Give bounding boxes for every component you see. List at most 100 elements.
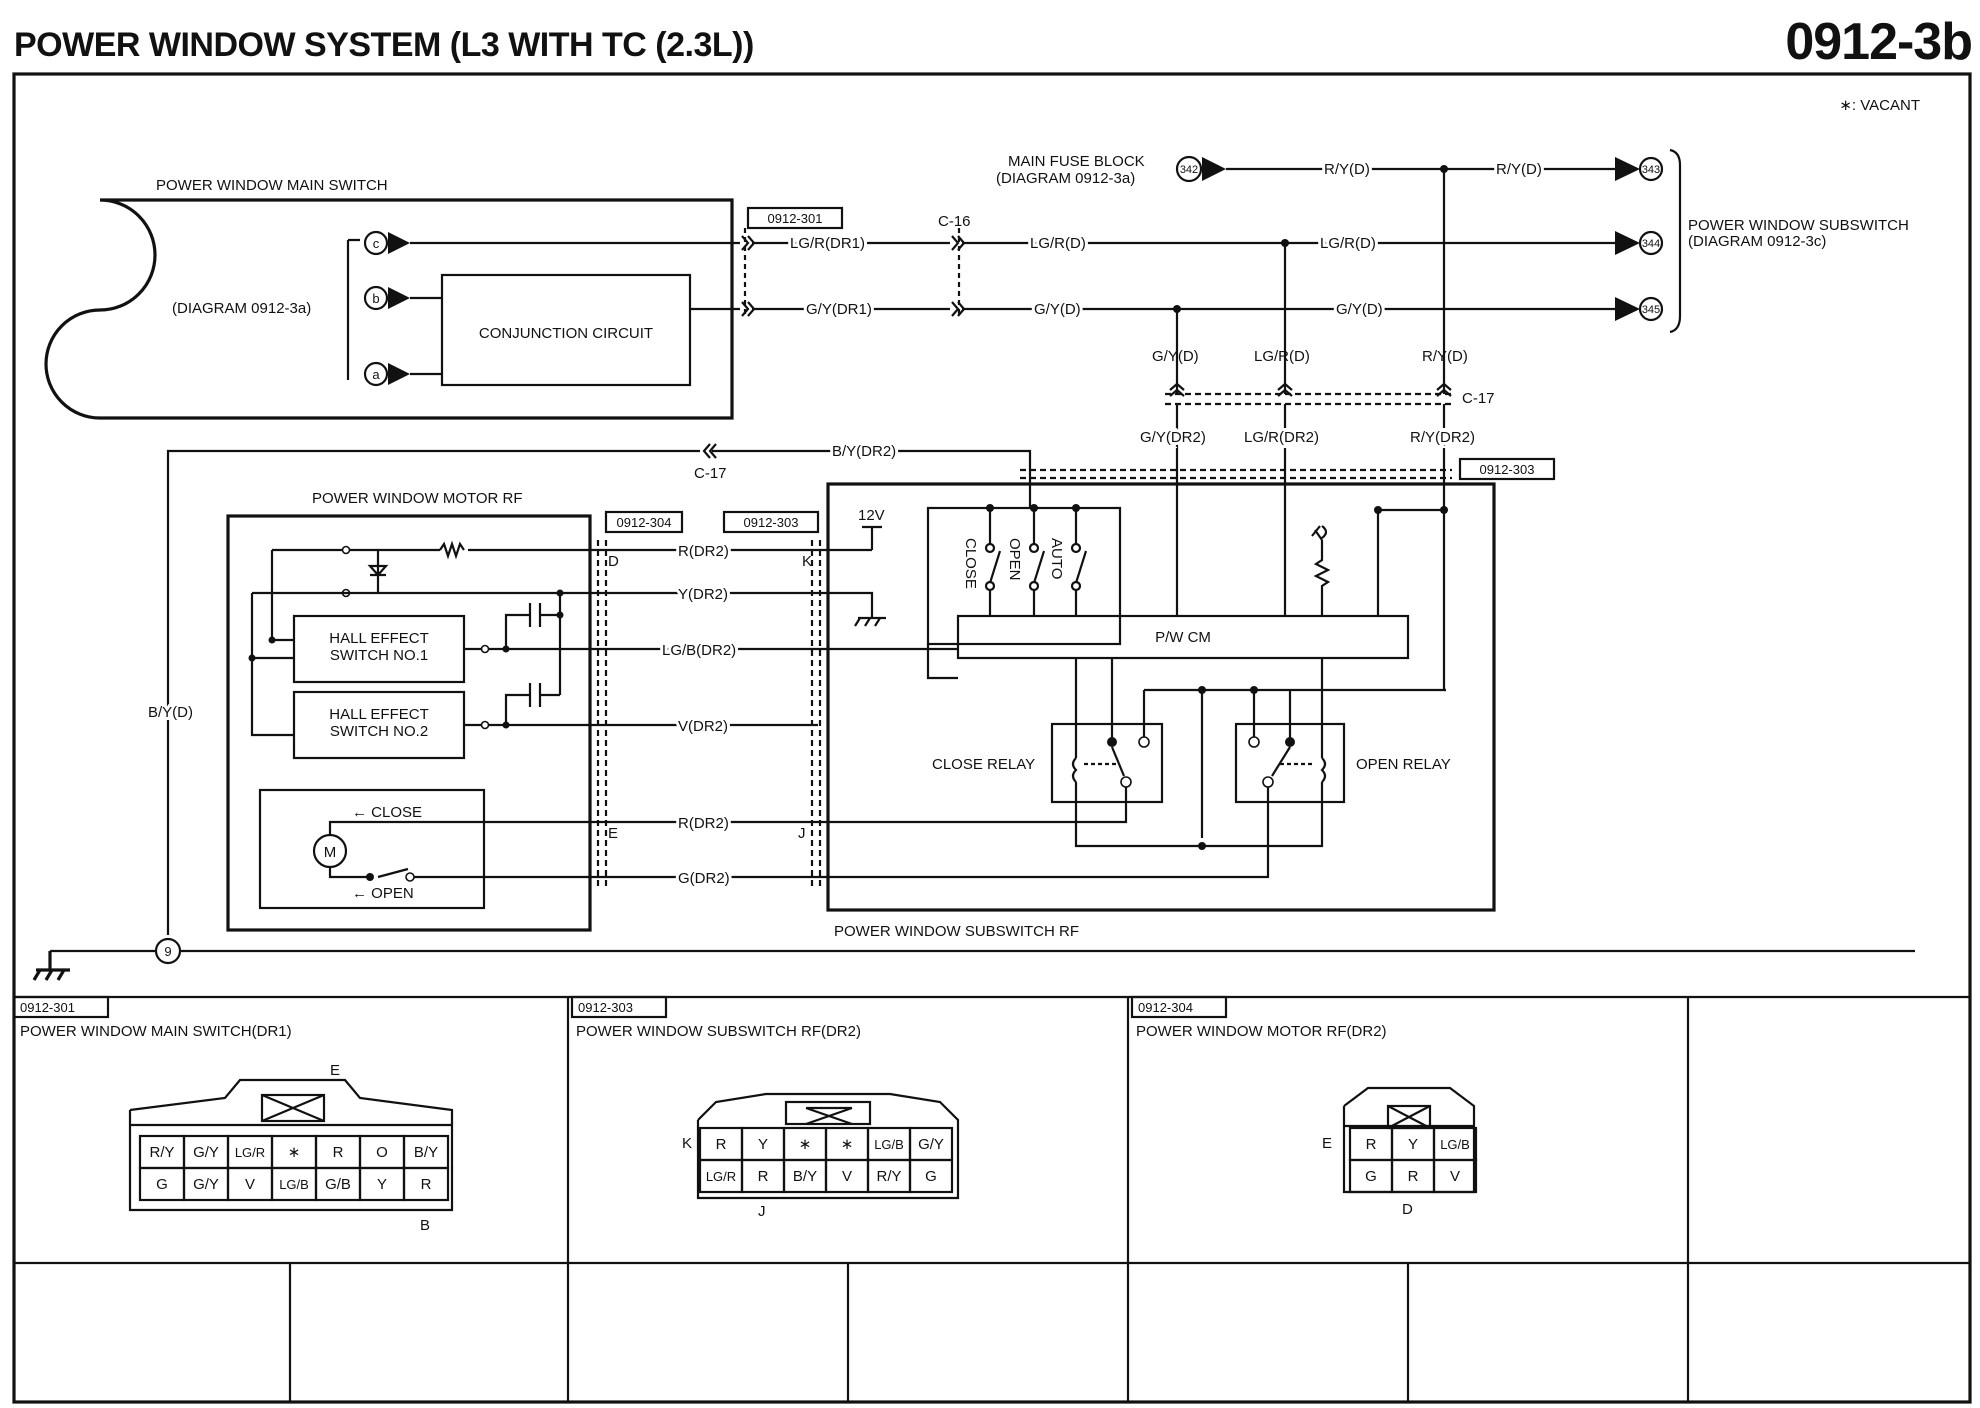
pin-cell [1432, 1158, 1478, 1194]
pin-label: LG/B [1440, 1137, 1470, 1152]
wire-label-g-dr2: G(DR2) [678, 870, 730, 887]
ground-symbol [32, 951, 70, 981]
motor-close-label: ← CLOSE [352, 804, 422, 821]
close-relay-label: CLOSE RELAY [932, 756, 1035, 773]
pin-e-label: E [608, 825, 618, 842]
wire-label-ry-dr2: R/Y(DR2) [1410, 429, 1475, 446]
pin-label: R [716, 1136, 727, 1153]
hall-switch-1-line1: HALL EFFECT [329, 630, 428, 647]
pin-label: G [1365, 1168, 1377, 1185]
connector-303-label: 0912-303 [744, 515, 799, 530]
switch-auto-label: AUTO [1048, 538, 1065, 579]
main-switch-label: POWER WINDOW MAIN SWITCH [156, 177, 388, 194]
connector-view-301-code: 0912-301 [20, 1000, 75, 1015]
terminal-b: b [363, 285, 410, 311]
pin-label: R [1366, 1136, 1377, 1153]
vacant-legend: ∗: VACANT [1839, 97, 1920, 114]
subswitch-ref-label: POWER WINDOW SUBSWITCH [1688, 217, 1909, 234]
pin-label: V [245, 1176, 255, 1193]
connector-c17-label-right: C-17 [1462, 390, 1495, 407]
connector-view-304-d-label: D [1402, 1201, 1413, 1218]
pin-cell [908, 1158, 954, 1194]
pin-cell [402, 1166, 450, 1202]
pin-label: V [1450, 1168, 1460, 1185]
ground-connector: 9 [164, 944, 171, 959]
pin-label: ∗ [799, 1136, 812, 1153]
connector-c16-label: C-16 [938, 213, 971, 230]
pin-label: ∗ [841, 1136, 854, 1153]
pin-label: LG/R [235, 1145, 265, 1160]
wire-label-gy-d-3: G/Y(D) [1152, 348, 1199, 365]
terminal-a: a [363, 361, 410, 387]
wire-label-gy-d-1: G/Y(D) [1034, 301, 1081, 318]
pin-label: ∗ [288, 1144, 301, 1161]
wire-label-lgr-dr1: LG/R(DR1) [790, 235, 865, 252]
pin-label: O [376, 1144, 388, 1161]
connector-view-304-e-label: E [1322, 1135, 1332, 1152]
wire-label-lgb-dr2: LG/B(DR2) [662, 642, 736, 659]
pin-label: G [925, 1168, 937, 1185]
wire-label-r-dr2-1: R(DR2) [678, 543, 729, 560]
connector-303-label-top: 0912-303 [1480, 462, 1535, 477]
wire-label-lgr-d-2: LG/R(D) [1320, 235, 1376, 252]
switch-group-box [926, 506, 1122, 646]
connector-view-301-b-label: B [420, 1217, 430, 1234]
connector-304-label: 0912-304 [617, 515, 672, 530]
main-switch-diagram-ref: (DIAGRAM 0912-3a) [172, 300, 311, 317]
pin-label: R [758, 1168, 769, 1185]
hall-switch-2-line2: SWITCH NO.2 [330, 723, 428, 740]
wire-label-y-dr2: Y(DR2) [678, 586, 728, 603]
wire-label-gy-dr2: G/Y(DR2) [1140, 429, 1206, 446]
svg-text:343: 343 [1642, 164, 1660, 176]
pin-label: G/Y [918, 1136, 944, 1153]
connector-view-303-title: POWER WINDOW SUBSWITCH RF(DR2) [576, 1023, 861, 1040]
connector-view-303-j-label: J [758, 1203, 766, 1220]
pin-label: R/Y [149, 1144, 174, 1161]
pin-label: R [333, 1144, 344, 1161]
motor-open-label: ← OPEN [352, 885, 414, 902]
svg-text:b: b [372, 291, 379, 306]
pin-label: G/Y [193, 1144, 219, 1161]
connector-view-303: 0912-303 POWER WINDOW SUBSWITCH RF(DR2) … [570, 995, 960, 1220]
output-345: 345 [1615, 296, 1664, 322]
main-switch-box [44, 198, 734, 420]
wire-label-lgr-d-3: LG/R(D) [1254, 348, 1310, 365]
motor-sub-box [258, 788, 486, 910]
pin-label: G/B [325, 1176, 351, 1193]
wire-label-ry-d-3: R/Y(D) [1422, 348, 1468, 365]
connector-view-304-code: 0912-304 [1138, 1000, 1193, 1015]
conjunction-circuit-box [440, 273, 692, 387]
connector-view-304: 0912-304 POWER WINDOW MOTOR RF(DR2) E D … [1130, 995, 1478, 1218]
connector-342: 342 [1180, 164, 1198, 176]
pin-label: V [842, 1168, 852, 1185]
pin-label: R [1408, 1168, 1419, 1185]
page-frame [12, 72, 1972, 1404]
subswitch-ref-diagram: (DIAGRAM 0912-3c) [1688, 233, 1826, 250]
wire-label-ry-d-1: R/Y(D) [1324, 161, 1370, 178]
pin-label: G [156, 1176, 168, 1193]
close-relay-box [1050, 722, 1164, 804]
output-344: 344 [1615, 230, 1664, 256]
page-title: POWER WINDOW SYSTEM (L3 WITH TC (2.3L)) [14, 26, 754, 64]
output-343: 343 [1615, 156, 1664, 182]
conjunction-circuit-label: CONJUNCTION CIRCUIT [479, 325, 653, 342]
open-relay-label: OPEN RELAY [1356, 756, 1451, 773]
wire-label-lgr-d-1: LG/R(D) [1030, 235, 1086, 252]
terminal-c: c [363, 230, 410, 256]
pin-label: R/Y [876, 1168, 901, 1185]
connector-view-303-k-label: K [682, 1135, 692, 1152]
connector-view-304-title: POWER WINDOW MOTOR RF(DR2) [1136, 1023, 1387, 1040]
pin-label: LG/R [706, 1169, 736, 1184]
wire-label-gy-dr1: G/Y(DR1) [806, 301, 872, 318]
connector-301-label: 0912-301 [768, 211, 823, 226]
wire-by [166, 449, 1032, 935]
pin-label: Y [758, 1136, 768, 1153]
fuse-block-ref: (DIAGRAM 0912-3a) [996, 170, 1135, 187]
pin-label: G/Y [193, 1176, 219, 1193]
subswitch-box [826, 482, 1496, 912]
connector-view-301: 0912-301 POWER WINDOW MAIN SWITCH(DR1) E… [12, 995, 454, 1234]
pin-k-label: K [802, 553, 812, 570]
